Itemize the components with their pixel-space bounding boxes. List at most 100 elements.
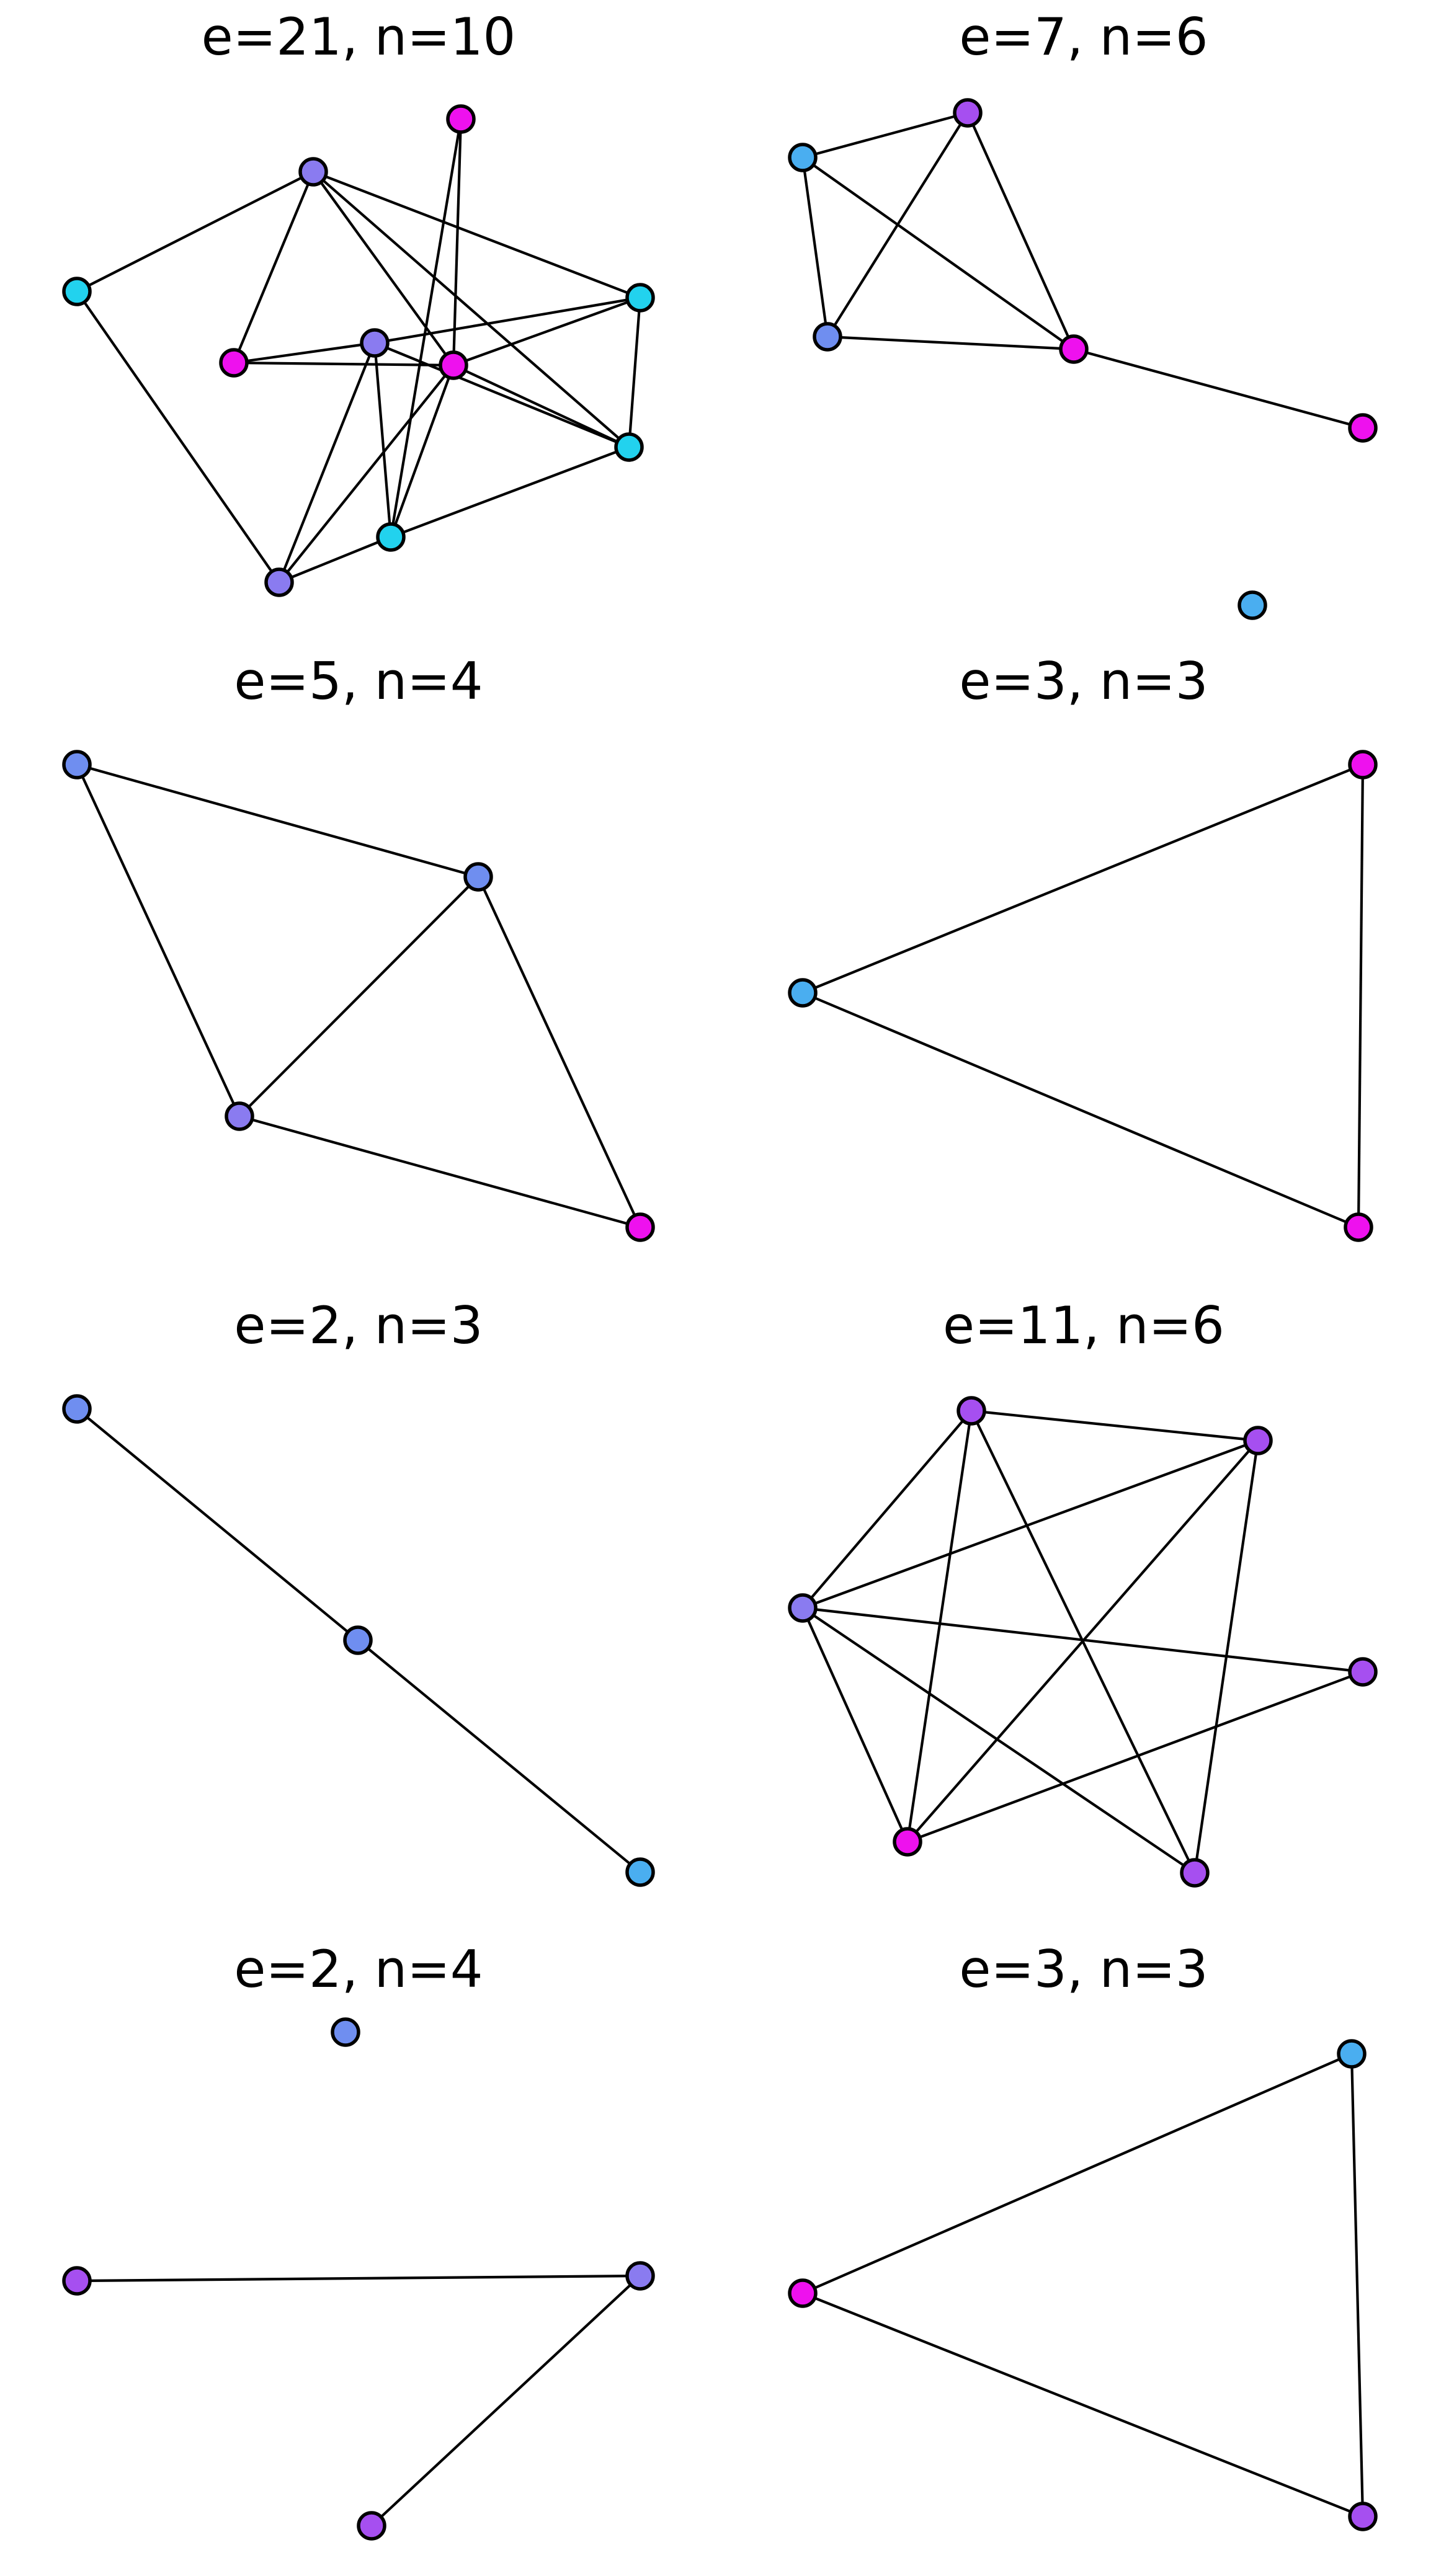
- graph-panel: e=3, n=3: [788, 1939, 1378, 2531]
- graph-edge: [802, 1606, 1363, 1674]
- graph-panel: e=2, n=3: [62, 1295, 655, 1887]
- panel-title: e=2, n=4: [234, 1939, 483, 1999]
- graph-edge: [233, 361, 454, 367]
- graph-edge: [802, 992, 1359, 1228]
- graph-edge: [279, 536, 391, 584]
- graph-edge: [802, 1439, 1259, 1609]
- graph-node: [788, 978, 818, 1008]
- graph-node: [62, 2266, 92, 2296]
- graph-edge: [390, 365, 455, 538]
- panel-title: e=21, n=10: [202, 7, 516, 67]
- graph-node: [62, 277, 92, 306]
- graph-node: [331, 2017, 360, 2047]
- graph-node: [1348, 750, 1378, 779]
- graph-node: [1348, 1657, 1378, 1687]
- graph-node: [1348, 413, 1378, 443]
- graph-edge: [966, 112, 1075, 350]
- graph-node: [1344, 1212, 1373, 1242]
- graph-node: [343, 1625, 373, 1655]
- graph-panel: e=11, n=6: [788, 1295, 1378, 1888]
- graph-edge: [802, 111, 968, 159]
- graph-edge: [233, 171, 314, 363]
- graph-edge: [1073, 347, 1363, 430]
- graph-edge: [801, 1410, 973, 1609]
- graph-edge: [801, 156, 1075, 350]
- graph-panel: e=5, n=4: [62, 651, 655, 1242]
- graph-edge: [801, 1607, 1196, 1874]
- graph-node: [463, 862, 493, 892]
- graph-node: [788, 143, 818, 172]
- graph-edge: [907, 1671, 1363, 1843]
- graph-edge: [971, 1409, 1259, 1442]
- graph-node: [1238, 590, 1267, 620]
- graph-node: [62, 750, 92, 779]
- graph-node: [893, 1827, 922, 1857]
- graph-edge: [373, 342, 393, 538]
- graph-edge: [374, 342, 630, 448]
- graph-node: [957, 1396, 986, 1426]
- graph-node: [439, 350, 468, 380]
- graph-node: [219, 348, 249, 378]
- graph-edge: [370, 2275, 641, 2527]
- panel-title: e=3, n=3: [959, 651, 1208, 711]
- graph-edge: [453, 296, 641, 366]
- panel-title: e=5, n=4: [234, 651, 483, 711]
- graph-node: [225, 1101, 254, 1131]
- graph-edge: [76, 171, 314, 293]
- graph-node: [1180, 1858, 1210, 1888]
- graph-node: [614, 432, 644, 462]
- graph-node: [357, 2511, 386, 2541]
- graph-edge: [906, 1410, 973, 1842]
- panel-title: e=11, n=6: [943, 1295, 1224, 1356]
- graph-node: [625, 1857, 655, 1887]
- graph-node: [1059, 334, 1089, 364]
- graph-edge: [76, 1408, 359, 1641]
- graph-edge: [1350, 2053, 1365, 2517]
- graph-node: [625, 1212, 655, 1242]
- graph-panel: e=2, n=4: [62, 1939, 655, 2541]
- graph-node: [376, 522, 406, 552]
- graph-edge: [477, 876, 641, 1228]
- graph-edge: [627, 297, 642, 448]
- graph-edge: [802, 763, 1363, 994]
- graph-edge: [76, 763, 479, 879]
- graph-node: [625, 283, 655, 313]
- graph-node: [953, 98, 983, 128]
- graph-edge: [278, 342, 376, 583]
- graph-edge: [802, 2292, 1363, 2518]
- graph-panel: e=21, n=10: [62, 7, 655, 597]
- graph-edge: [802, 2053, 1352, 2294]
- graph-edge: [389, 118, 463, 538]
- graph-node: [788, 2278, 818, 2308]
- graph-node: [625, 2261, 655, 2291]
- graph-node: [62, 1394, 92, 1424]
- graph-node: [1348, 2502, 1378, 2531]
- graph-node: [788, 1593, 818, 1623]
- graph-panel: e=3, n=3: [788, 651, 1378, 1242]
- graph-edge: [453, 364, 630, 448]
- graph-edge: [233, 341, 375, 365]
- graph-edge: [452, 118, 463, 366]
- graph-edge: [313, 171, 641, 299]
- graph-node: [813, 322, 842, 352]
- graph-edge: [312, 171, 630, 448]
- graph-edge: [801, 157, 829, 337]
- graph-node: [360, 328, 390, 358]
- graph-edge: [239, 1114, 641, 1229]
- graph-node: [298, 157, 328, 187]
- graph-node: [446, 104, 476, 134]
- graph-node: [264, 567, 294, 597]
- graph-edge: [238, 876, 479, 1117]
- graph-edge: [1357, 764, 1365, 1228]
- panel-title: e=7, n=6: [959, 7, 1208, 67]
- graph-node: [1337, 2039, 1367, 2069]
- graph-edge: [76, 2274, 641, 2283]
- graph-edge: [76, 764, 241, 1117]
- graph-edge: [76, 290, 280, 584]
- graph-edge: [278, 364, 455, 584]
- graph-node: [1243, 1426, 1273, 1455]
- graph-edge: [374, 296, 641, 345]
- graph-edge: [390, 446, 630, 538]
- graph-edge: [827, 335, 1074, 351]
